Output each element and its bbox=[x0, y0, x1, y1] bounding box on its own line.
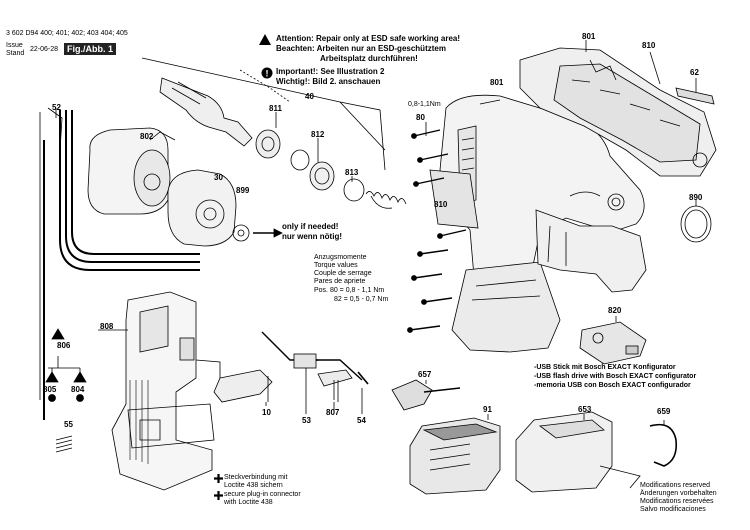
modifications-es: Salvo modificaciones bbox=[640, 506, 706, 513]
usb-note-en: -USB flash drive with Bosch EXACT config… bbox=[534, 373, 697, 380]
important-line-1: Important!: See Illustration 2 bbox=[276, 67, 385, 76]
torque-title-fr: Couple de serrage bbox=[314, 270, 372, 277]
usb-note-es: -memoria USB con Bosch EXACT configurado… bbox=[534, 382, 691, 389]
part-801-top: 801 bbox=[582, 32, 596, 41]
loctite-line-2: Loctite 438 sichern bbox=[224, 482, 283, 489]
modifications-de: Änderungen vorbehalten bbox=[640, 490, 717, 497]
part-890: 890 bbox=[689, 193, 703, 202]
part-810-top: 810 bbox=[642, 41, 656, 50]
loctite-line-1: Steckverbindung mit bbox=[224, 474, 288, 481]
issue-label: Issue bbox=[6, 42, 23, 49]
part-801-center: 801 bbox=[490, 78, 504, 87]
plus-symbol-icon bbox=[214, 474, 223, 483]
part-62: 62 bbox=[690, 68, 699, 77]
only-if-needed-line-1: only if needed! bbox=[282, 222, 339, 231]
modifications-en: Modifications reserved bbox=[640, 482, 711, 489]
torque-pos-80: Pos. 80 = 0,8 - 1,1 Nm bbox=[314, 287, 385, 294]
part-659: 659 bbox=[657, 407, 671, 416]
plus-symbol-icon bbox=[214, 491, 223, 500]
torque-title-es: Pares de apriete bbox=[314, 278, 366, 285]
loctite-line-4: with Loctite 438 bbox=[224, 499, 273, 506]
attention-line-3: Arbeitsplatz durchführen! bbox=[320, 54, 418, 63]
part-80: 80 bbox=[416, 113, 425, 122]
part-657: 657 bbox=[418, 370, 432, 379]
part-812: 812 bbox=[311, 130, 325, 139]
part-805: 805 bbox=[43, 385, 57, 394]
important-line-2: Wichtig!: Bild 2. anschauen bbox=[276, 77, 381, 86]
part-10: 10 bbox=[262, 408, 271, 417]
figure-label: Fig./Abb. 1 bbox=[64, 43, 116, 55]
loctite-line-3: secure plug-in connector bbox=[224, 491, 301, 498]
part-653: 653 bbox=[578, 405, 592, 414]
part-808: 808 bbox=[100, 322, 114, 331]
torque-pos-82: 82 = 0,5 - 0,7 Nm bbox=[334, 296, 389, 303]
modifications-fr: Modifications reservées bbox=[640, 498, 714, 505]
only-if-needed-line-2: nur wenn nötig! bbox=[282, 232, 342, 241]
usb-note-de: -USB Stick mit Bosch EXACT Konfigurator bbox=[534, 364, 676, 371]
part-807: 807 bbox=[326, 408, 340, 417]
part-55: 55 bbox=[64, 420, 73, 429]
part-811: 811 bbox=[269, 104, 282, 113]
part-810-center: 810 bbox=[434, 200, 448, 209]
attention-line-1: Attention: Repair only at ESD safe worki… bbox=[276, 34, 461, 43]
part-804: 804 bbox=[71, 385, 85, 394]
torque-title-en: Torque values bbox=[314, 262, 358, 269]
svg-text:!: ! bbox=[266, 69, 269, 79]
important-dot-icon: ! bbox=[261, 67, 273, 79]
part-54: 54 bbox=[357, 416, 366, 425]
warning-triangle-icon bbox=[259, 34, 271, 45]
part-802: 802 bbox=[140, 132, 154, 141]
part-899: 899 bbox=[236, 186, 250, 195]
part-53: 53 bbox=[302, 416, 311, 425]
part-40: 40 bbox=[305, 92, 314, 101]
part-52: 52 bbox=[52, 103, 61, 112]
part-813: 813 bbox=[345, 168, 359, 177]
part-91: 91 bbox=[483, 405, 492, 414]
part-30: 30 bbox=[214, 173, 223, 182]
screw-torque-spec: 0,8-1,1Nm bbox=[408, 101, 441, 108]
part-820: 820 bbox=[608, 306, 622, 315]
doc-number: 3 602 D94 400; 401; 402; 403 404; 405 bbox=[6, 30, 128, 37]
attention-line-2: Beachten: Arbeiten nur an ESD-geschützte… bbox=[276, 44, 446, 53]
stand-label: Stand bbox=[6, 50, 25, 57]
part-806: 806 bbox=[57, 341, 71, 350]
torque-title-de: Anzugsmomente bbox=[314, 254, 367, 261]
issue-date: 22-06-28 bbox=[30, 46, 59, 53]
